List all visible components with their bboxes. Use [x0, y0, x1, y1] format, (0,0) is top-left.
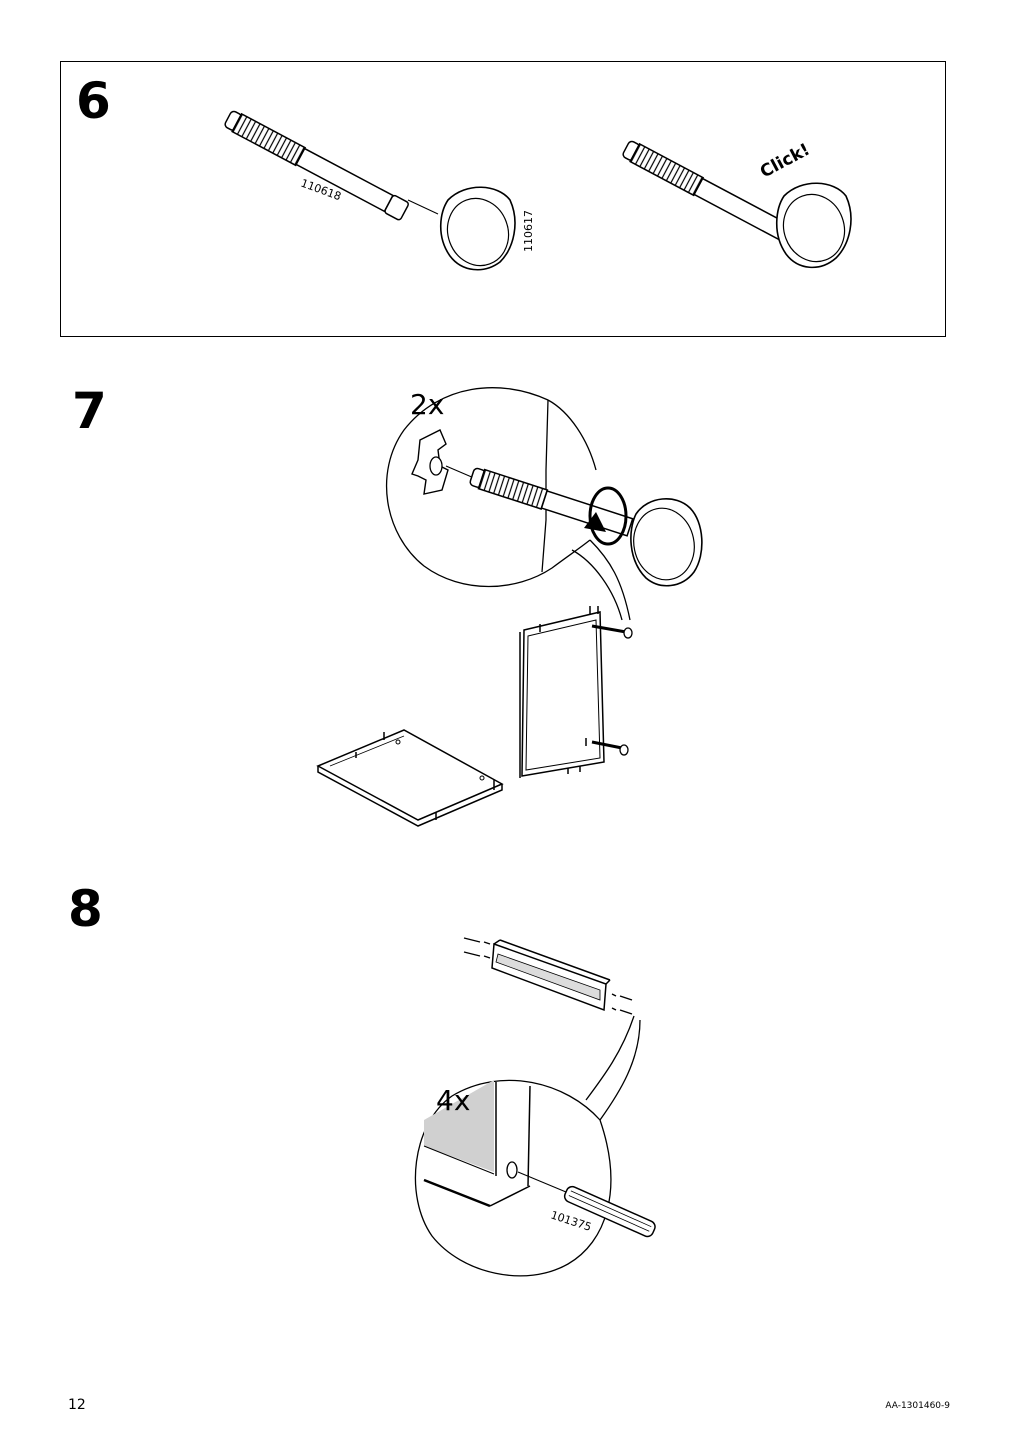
dowel-101375-icon — [563, 1185, 656, 1238]
knob-110617-icon — [439, 186, 516, 271]
step-8-number: 8 — [68, 880, 103, 938]
page-number: 12 — [68, 1397, 86, 1413]
part-label-101375: 101375 — [549, 1208, 593, 1233]
click-label: Click! — [757, 140, 813, 183]
detail-circle-step8 — [414, 1015, 641, 1277]
step-6-number: 6 — [76, 72, 111, 130]
dowels-icon — [463, 937, 633, 1015]
knob-icon — [630, 498, 703, 587]
small-bolt-top-icon — [591, 624, 633, 639]
assembled-bolt-icon — [622, 140, 797, 245]
document-code: AA-1301460-9 — [885, 1401, 950, 1411]
detail-circle-step7 — [385, 387, 631, 621]
step-6-frame — [60, 61, 946, 337]
bolt-110618-icon — [224, 110, 409, 221]
assembled-knob-icon — [775, 182, 852, 269]
cam-nut-icon — [411, 429, 449, 495]
part-label-110617: 110617 — [522, 210, 535, 252]
qty-label-step7: 2x — [410, 388, 444, 421]
bottom-panel-icon — [316, 729, 504, 827]
step-7-number: 7 — [72, 382, 107, 440]
guide-line — [407, 199, 439, 215]
side-panel-icon — [519, 606, 605, 778]
bolt-rotate-icon — [469, 467, 634, 537]
small-bolt-bottom-icon — [591, 740, 629, 756]
qty-label-step8: 4x — [436, 1084, 470, 1117]
rail-icon — [491, 939, 611, 1012]
guide-line — [445, 465, 475, 479]
rotate-arrow-icon — [584, 486, 628, 546]
